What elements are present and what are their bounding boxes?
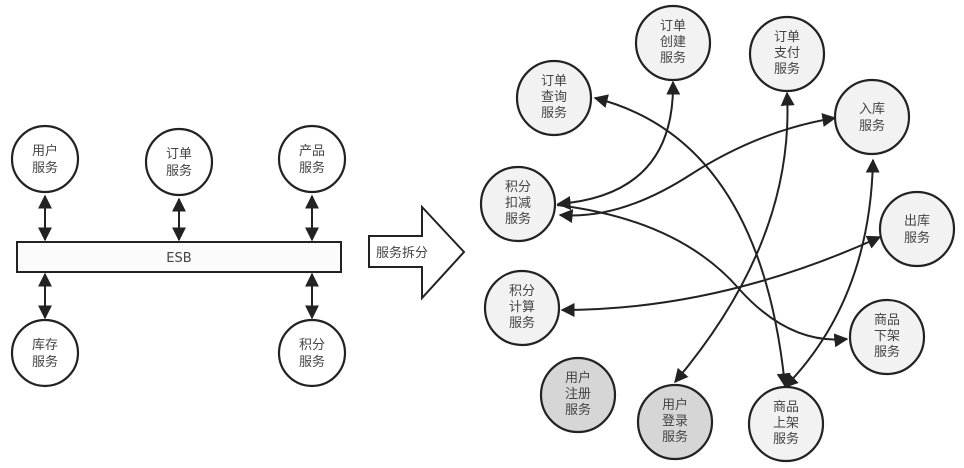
label-line: 用户: [565, 370, 591, 386]
service-inventory: 库存服务: [10, 318, 80, 388]
label-line: 订单: [774, 30, 800, 45]
label-line: 服务: [773, 431, 799, 447]
label-line: 注册: [565, 387, 591, 402]
label-line: 服务: [509, 315, 535, 331]
microservice-connections: [556, 80, 882, 389]
svg-text:库存服务: 库存服务: [32, 337, 58, 370]
service-order: 订单服务: [144, 127, 214, 197]
label-line: 服务: [32, 160, 58, 176]
edge-stock-in-points-deduct: [558, 113, 837, 224]
label-line: 服务: [774, 61, 800, 77]
label-line: 出库: [904, 213, 930, 229]
svg-text:商品上架服务: 商品上架服务: [773, 400, 799, 447]
label-line: 服务: [541, 105, 567, 121]
label-line: 订单: [541, 74, 567, 89]
edge-stock-in-product-onshelf: [784, 158, 880, 389]
label-line: 支付: [774, 46, 800, 61]
service-product-onshelf: 商品上架服务: [747, 385, 825, 463]
label-line: 上架: [773, 416, 799, 431]
service-user: 用户服务: [10, 124, 80, 194]
label-line: 用户: [662, 397, 688, 413]
edge-points-deduct-product-offshelf: [556, 204, 849, 348]
label-line: 服务: [859, 118, 885, 134]
label-line: 服务: [662, 429, 688, 445]
monolith-architecture: ESB 用户服务 订单服务 产品服务 库存服务 积分服务: [10, 124, 347, 388]
label-line: 商品: [773, 400, 799, 415]
label-line: 服务: [299, 354, 325, 370]
label-line: 查询: [541, 90, 567, 105]
label-line: 订单: [166, 147, 192, 162]
service-points-calc: 积分计算服务: [483, 269, 561, 347]
esb-label: ESB: [166, 251, 191, 266]
label-line: 服务: [904, 230, 930, 246]
service-order-create: 订单创建服务: [634, 4, 712, 82]
label-line: 积分: [299, 338, 325, 353]
label-line: 库存: [32, 337, 58, 353]
svg-text:商品下架服务: 商品下架服务: [874, 313, 900, 360]
label-line: 产品: [299, 144, 325, 159]
edge-stock-out-points-calc: [560, 235, 882, 317]
service-order-pay: 订单支付服务: [748, 15, 826, 93]
label-line: 订单: [660, 19, 686, 34]
edge-order-pay-user-login: [674, 91, 795, 384]
label-line: 服务: [565, 402, 591, 418]
svg-text:积分服务: 积分服务: [299, 338, 325, 370]
service-stock-in: 入库服务: [833, 78, 911, 156]
svg-text:入库服务: 入库服务: [859, 101, 885, 134]
label-line: 扣减: [505, 196, 531, 211]
svg-text:用户服务: 用户服务: [32, 143, 58, 176]
service-product-offshelf: 商品下架服务: [848, 298, 926, 376]
svg-text:订单创建服务: 订单创建服务: [660, 19, 686, 66]
svg-text:订单支付服务: 订单支付服务: [774, 30, 800, 77]
label-line: 商品: [874, 313, 900, 328]
service-split-arrow: 服务拆分: [368, 204, 466, 301]
label-line: 计算: [509, 300, 535, 315]
label-line: 服务: [874, 344, 900, 360]
svg-text:产品服务: 产品服务: [299, 144, 325, 176]
svg-text:积分扣减服务: 积分扣减服务: [505, 180, 531, 227]
bus-connectors: [38, 194, 319, 320]
label-line: 积分: [505, 180, 531, 195]
esb-bus: ESB: [16, 241, 342, 273]
label-line: 入库: [859, 101, 885, 117]
service-user-login: 用户登录服务: [636, 383, 714, 461]
label-line: 积分: [509, 284, 535, 299]
svg-text:订单查询服务: 订单查询服务: [541, 74, 567, 121]
service-product: 产品服务: [277, 124, 347, 194]
svg-text:订单服务: 订单服务: [166, 147, 192, 179]
service-user-register: 用户注册服务: [539, 356, 617, 434]
label-line: 登录: [662, 414, 688, 429]
service-points-deduct: 积分扣减服务: [479, 165, 557, 243]
label-line: 服务: [660, 50, 686, 66]
service-split-label: 服务拆分: [376, 245, 428, 261]
label-line: 创建: [660, 35, 686, 50]
label-line: 下架: [874, 329, 900, 344]
label-line: 用户: [32, 143, 58, 159]
svg-text:用户登录服务: 用户登录服务: [662, 397, 688, 445]
svg-text:积分计算服务: 积分计算服务: [509, 284, 535, 331]
label-line: 服务: [166, 163, 192, 179]
label-line: 服务: [505, 211, 531, 227]
label-line: 服务: [32, 354, 58, 370]
microservices: 订单创建服务 订单查询服务 订单支付服务 入库服务 积分扣减服务 出库服务 积分…: [479, 4, 956, 463]
label-line: 服务: [299, 160, 325, 176]
service-points: 积分服务: [277, 318, 347, 388]
service-stock-out: 出库服务: [878, 190, 956, 268]
svg-text:出库服务: 出库服务: [904, 213, 930, 246]
service-order-query: 订单查询服务: [515, 59, 593, 137]
svg-text:用户注册服务: 用户注册服务: [565, 370, 591, 418]
